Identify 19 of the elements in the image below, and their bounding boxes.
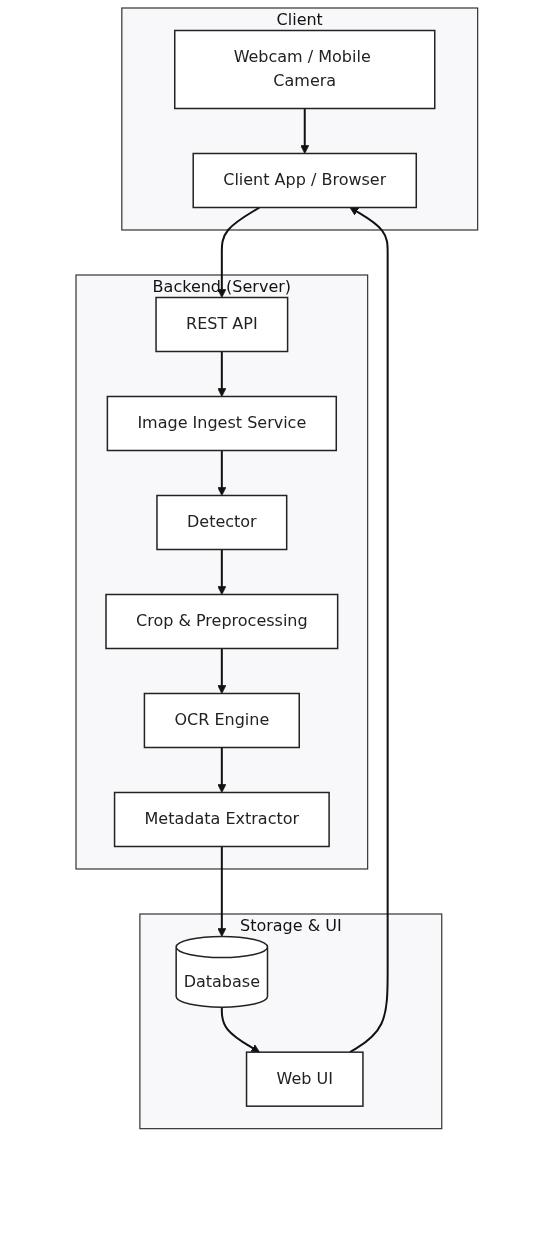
node-box: Crop & Preprocessing [104,593,339,650]
node-box: Metadata Extractor [113,791,330,848]
node-box: Detector [155,494,288,551]
arrow [220,1006,260,1053]
node-box: Webcam / Mobile Camera [173,29,436,110]
node-box: Web UI [245,1051,364,1107]
node-box: Client App / Browser [192,152,417,209]
arrow [217,746,226,793]
arrow [217,350,226,397]
arrow [217,647,226,694]
node-box: Image Ingest Service [106,395,337,452]
node-box: OCR Engine [143,692,300,749]
arrow [217,206,261,298]
node-box: REST API [154,296,289,353]
arrow [217,449,226,496]
arrow [217,845,226,937]
arrow [348,207,389,1054]
arrow [300,107,309,154]
arrow [217,548,226,595]
